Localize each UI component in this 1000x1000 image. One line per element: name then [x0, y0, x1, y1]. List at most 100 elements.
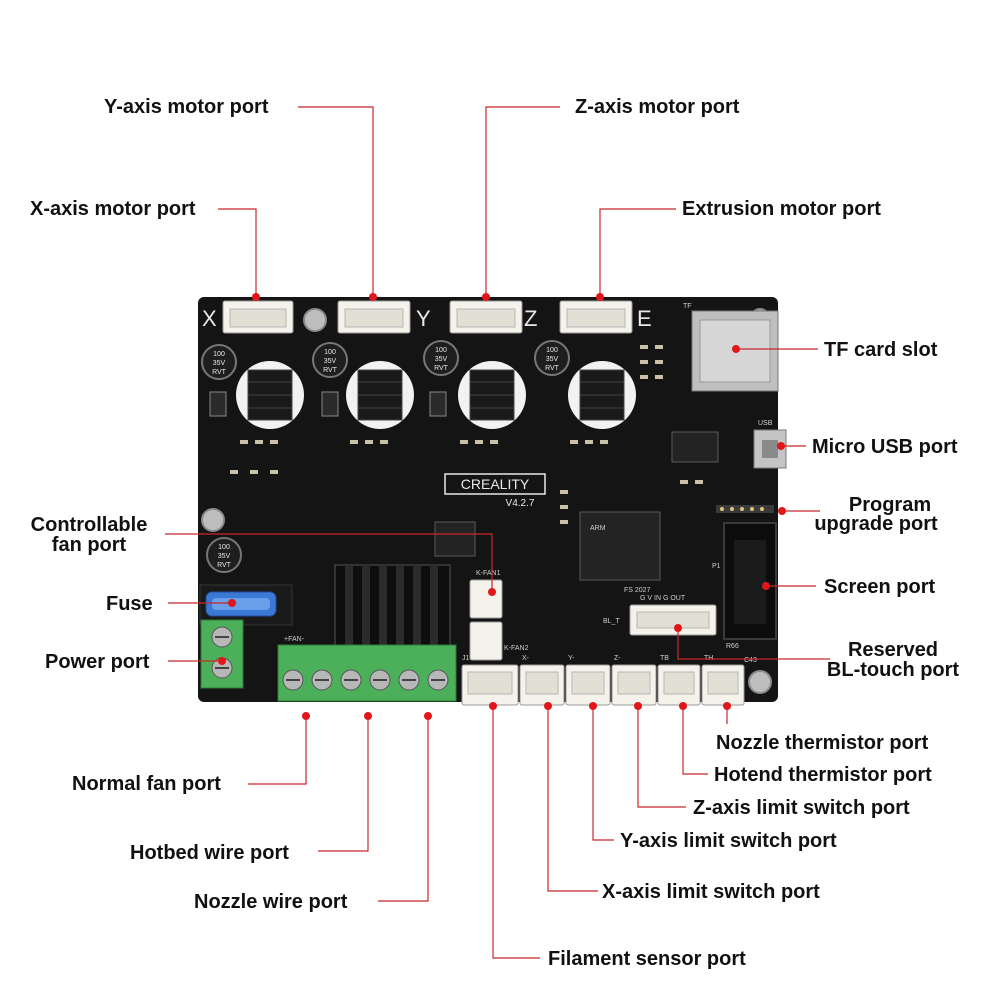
label-nozzle-wire-port: Nozzle wire port	[194, 891, 348, 913]
capacitor: 100 35V RVT	[201, 344, 237, 380]
driver-ic	[434, 521, 476, 557]
svg-text:100: 100	[546, 347, 558, 354]
svg-text:CREALITY: CREALITY	[461, 476, 530, 492]
svg-text:V4.2.7: V4.2.7	[506, 498, 535, 509]
label-controllable-line1: Controllable	[31, 514, 148, 536]
capacitor: 100 35V RVT	[534, 340, 570, 376]
main-terminal-block: +FAN-	[277, 636, 457, 702]
label-x-axis-limit-switch-port: X-axis limit switch port	[602, 881, 820, 903]
svg-text:Y-: Y-	[568, 655, 575, 662]
screen-header: P1	[712, 522, 777, 640]
creality-logo: CREALITY V4.2.7	[444, 473, 546, 509]
capacitor: 100 35V RVT	[423, 340, 459, 376]
label-tf-card-slot: TF card slot	[824, 339, 938, 361]
label-filament-sensor-port: Filament sensor port	[548, 948, 746, 970]
z-limit-connector: Z-	[611, 655, 657, 706]
mainboard: X Y Z E 100 35V RVT 100	[198, 297, 787, 706]
usb-ic	[671, 431, 719, 463]
tf-card-slot: TF	[683, 303, 779, 392]
label-controllable-line2: fan port	[52, 534, 127, 556]
svg-text:G V IN G OUT: G V IN G OUT	[640, 595, 686, 602]
axis-mark-z: Z	[524, 306, 537, 331]
capacitor: 100 35V RVT	[206, 537, 242, 573]
label-normal-fan-port: Normal fan port	[72, 773, 221, 795]
smd-components	[209, 345, 703, 524]
mount-hole	[303, 308, 327, 332]
label-micro-usb-port: Micro USB port	[812, 436, 958, 458]
axis-mark-e: E	[637, 306, 652, 331]
labels: Y-axis motor port Z-axis motor port X-ax…	[30, 96, 959, 970]
svg-text:K-FAN1: K-FAN1	[476, 570, 501, 577]
svg-text:J1: J1	[462, 655, 470, 662]
power-terminal	[200, 619, 244, 689]
label-x-axis-motor-port: X-axis motor port	[30, 198, 196, 220]
svg-text:RVT: RVT	[545, 365, 560, 372]
svg-text:FS 2027: FS 2027	[624, 587, 651, 594]
driver-heatsink	[346, 361, 414, 429]
leader-lines	[165, 106, 830, 959]
label-program-line1: Program	[849, 494, 931, 516]
mcu-chip: ARM FS 2027	[579, 511, 661, 594]
x-limit-connector: X-	[519, 655, 565, 706]
mount-hole	[748, 670, 772, 694]
driver-heatsink	[568, 361, 636, 429]
label-z-axis-limit-switch-port: Z-axis limit switch port	[693, 797, 910, 819]
hotend-therm-connector: TB	[657, 655, 701, 706]
svg-text:100: 100	[324, 349, 336, 356]
svg-text:100: 100	[213, 351, 225, 358]
svg-text:35V: 35V	[213, 360, 226, 367]
label-z-axis-motor-port: Z-axis motor port	[575, 96, 740, 118]
svg-text:TB: TB	[660, 655, 669, 662]
svg-text:P1: P1	[712, 563, 721, 570]
label-reserved-line2: BL-touch port	[827, 659, 960, 681]
svg-text:100: 100	[435, 347, 447, 354]
k-fan2-connector: K-FAN2	[469, 621, 529, 661]
svg-text:35V: 35V	[218, 553, 231, 560]
e-motor-connector	[559, 300, 633, 334]
svg-text:35V: 35V	[324, 358, 337, 365]
svg-text:BL_T: BL_T	[603, 618, 620, 625]
svg-text:RVT: RVT	[212, 369, 227, 376]
driver-heatsink	[458, 361, 526, 429]
label-nozzle-thermistor-port: Nozzle thermistor port	[716, 732, 929, 754]
svg-text:TF: TF	[683, 303, 692, 310]
mount-hole	[201, 508, 225, 532]
svg-text:RVT: RVT	[323, 367, 338, 374]
y-limit-connector: Y-	[565, 655, 611, 706]
label-program-line2: upgrade port	[814, 513, 938, 535]
svg-text:USB: USB	[758, 420, 773, 427]
nozzle-therm-connector: TH	[701, 655, 745, 706]
label-y-axis-motor-port: Y-axis motor port	[104, 96, 269, 118]
mosfet-heatsink	[334, 564, 451, 646]
svg-text:RVT: RVT	[434, 365, 449, 372]
svg-text:+FAN-: +FAN-	[284, 636, 305, 643]
y-motor-connector	[337, 300, 411, 334]
driver-heatsink	[236, 361, 304, 429]
svg-text:X-: X-	[522, 655, 530, 662]
bl-touch-connector: G V IN G OUT BL_T	[603, 595, 717, 636]
axis-mark-y: Y	[416, 306, 431, 331]
label-reserved-line1: Reserved	[848, 639, 938, 661]
blade-fuse	[199, 584, 293, 626]
axis-mark-x: X	[202, 306, 217, 331]
svg-text:100: 100	[218, 544, 230, 551]
silk-c43: C43	[744, 657, 757, 664]
svg-text:K-FAN2: K-FAN2	[504, 645, 529, 652]
svg-text:35V: 35V	[546, 356, 559, 363]
label-y-axis-limit-switch-port: Y-axis limit switch port	[620, 830, 837, 852]
label-screen-port: Screen port	[824, 576, 935, 598]
silk-r66: R66	[726, 643, 739, 650]
z-motor-connector	[449, 300, 523, 334]
label-hotend-thermistor-port: Hotend thermistor port	[714, 764, 932, 786]
label-power-port: Power port	[45, 651, 150, 673]
label-extrusion-motor-port: Extrusion motor port	[682, 198, 881, 220]
label-fuse: Fuse	[106, 593, 153, 615]
label-hotbed-wire-port: Hotbed wire port	[130, 842, 289, 864]
svg-text:ARM: ARM	[590, 525, 606, 532]
svg-text:Z-: Z-	[614, 655, 621, 662]
program-header	[716, 505, 774, 513]
svg-text:35V: 35V	[435, 356, 448, 363]
svg-text:RVT: RVT	[217, 562, 232, 569]
x-motor-connector	[222, 300, 294, 334]
